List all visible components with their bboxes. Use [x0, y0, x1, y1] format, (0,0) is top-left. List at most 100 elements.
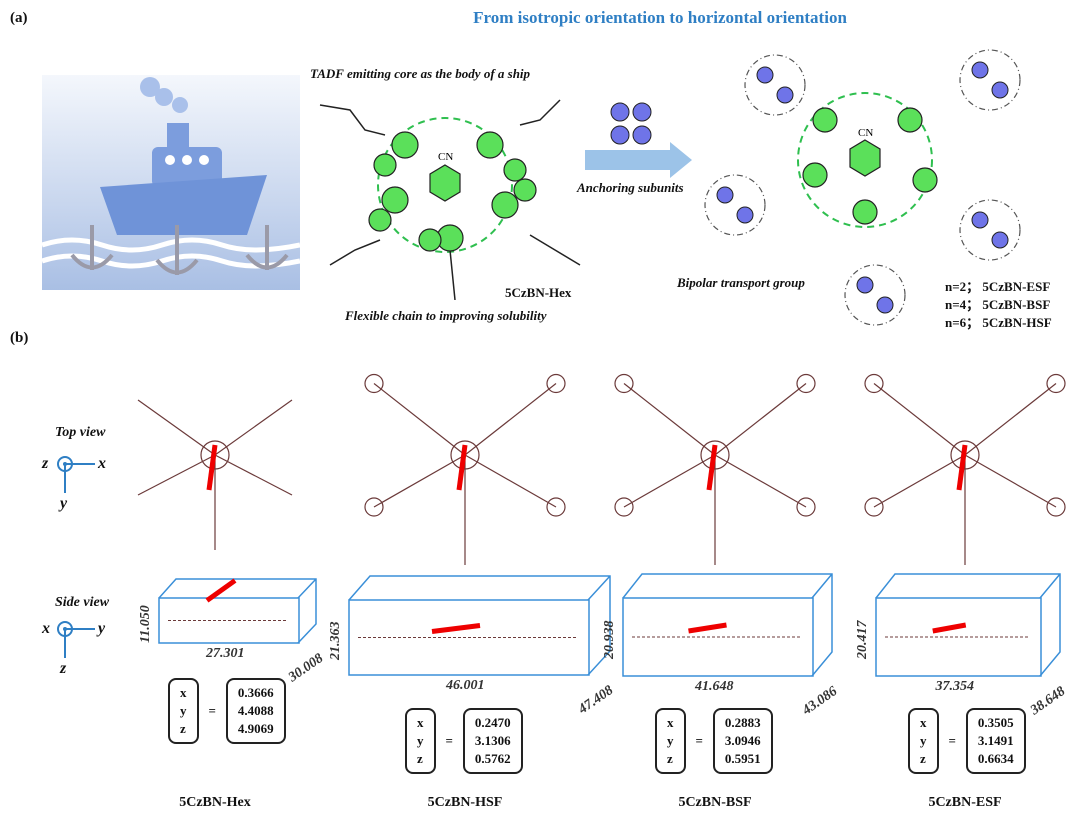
compound-name: 5CzBN-ESF [928, 795, 1002, 810]
vector-label: y [180, 703, 187, 718]
vector-value: 0.3666 [237, 685, 274, 700]
value-vector: 0.2470 3.1306 0.5762 [462, 708, 523, 774]
vector-label: z [417, 751, 423, 766]
side-view-box [348, 575, 611, 676]
box-depth: 30.008 [286, 650, 327, 686]
vector-value: 3.1306 [474, 733, 511, 748]
top-view-structure [364, 373, 566, 565]
box-depth: 47.408 [576, 682, 617, 718]
box-width: 41.648 [695, 679, 734, 694]
compound-name: 5CzBN-HSF [427, 795, 503, 810]
vector-value: 0.2883 [724, 715, 761, 730]
top-axes: z x y [40, 455, 120, 515]
dipole-arrow [431, 623, 481, 634]
box-width: 27.301 [206, 646, 245, 661]
box-height: 20.938 [602, 620, 617, 660]
box-depth: 43.086 [800, 683, 841, 719]
vector-label: y [667, 733, 674, 748]
vector-label: x [180, 685, 187, 700]
equals-sign: = [948, 733, 956, 748]
vector-label: y [920, 733, 927, 748]
box-width: 46.001 [446, 678, 485, 693]
figure-title: From isotropic orientation to horizontal… [473, 8, 847, 27]
vector-value: 4.9069 [237, 721, 274, 736]
vector-value: 0.3505 [977, 715, 1014, 730]
variant-list: n=2； 5CzBN-ESF n=4； 5CzBN-BSF n=6； 5CzBN… [945, 278, 1052, 332]
dipole-arrow [456, 444, 468, 491]
equals-sign: = [208, 703, 216, 718]
vector-value: 0.2470 [474, 715, 511, 730]
side-view-box [622, 573, 833, 677]
chain-caption: Flexible chain to improving solubility [345, 308, 547, 323]
arrow-label: Anchoring subunits [577, 180, 684, 195]
dipole-arrow [956, 444, 968, 491]
equals-sign: = [695, 733, 703, 748]
axis-label-z: z [60, 660, 67, 677]
axes-icon [57, 456, 95, 493]
axis-label-y: y [98, 620, 106, 637]
dipole-arrow [688, 622, 727, 634]
core-caption: TADF emitting core as the body of a ship [310, 66, 531, 81]
side-view-box [875, 573, 1061, 677]
spirobifluorene-icon [585, 102, 692, 178]
compound-name: 5CzBN-BSF [678, 795, 752, 810]
dipole-arrow [205, 578, 237, 603]
box-depth: 38.648 [1028, 683, 1069, 719]
equals-sign: = [445, 733, 453, 748]
vector-label: y [417, 733, 424, 748]
cn-label: CN [438, 151, 453, 163]
ship-icon [41, 77, 301, 275]
box-height: 21.363 [328, 621, 343, 660]
cn-label: CN [858, 127, 873, 139]
variant-bsf: n=4； 5CzBN-BSF [945, 297, 1051, 312]
left-molecule-name: 5CzBN-Hex [505, 285, 572, 300]
panel-b-label: (b) [10, 330, 29, 346]
axis-label-z: z [42, 455, 49, 472]
top-view-label: Top view [55, 425, 106, 440]
vector-label: x [920, 715, 927, 730]
variant-hsf: n=6； 5CzBN-HSF [945, 315, 1052, 330]
vector-label: z [180, 721, 186, 736]
ship-illustration [41, 75, 301, 290]
dipole-arrow [706, 444, 718, 491]
bipolar-caption: Bipolar transport group [677, 275, 805, 290]
top-view-structure [864, 373, 1066, 565]
value-vector: 0.2883 3.0946 0.5951 [712, 708, 773, 774]
axis-label-x: x [98, 455, 106, 472]
box-height: 11.050 [138, 604, 153, 643]
compound-name: 5CzBN-Hex [179, 795, 251, 810]
side-axes: x y z [40, 620, 120, 680]
axes-icon [57, 621, 95, 658]
value-vector: 0.3505 3.1491 0.6634 [965, 708, 1026, 774]
molecule-5czbn-sf: CN [704, 49, 1021, 326]
vector-value: 0.5762 [474, 751, 511, 766]
axis-label-x: x [42, 620, 50, 637]
vector-value: 0.6634 [977, 751, 1014, 766]
vector-value: 3.0946 [724, 733, 761, 748]
dipole-arrow [932, 622, 967, 634]
variant-esf: n=2； 5CzBN-ESF [945, 279, 1051, 294]
vector-value: 3.1491 [977, 733, 1014, 748]
vector-label: z [667, 751, 673, 766]
top-view-structure [614, 373, 816, 565]
side-view-label: Side view [55, 595, 110, 610]
dipole-arrow [206, 444, 218, 491]
axis-label-y: y [60, 495, 68, 512]
top-view-structure [137, 399, 293, 550]
side-view-box [158, 578, 317, 644]
vector-value: 0.5951 [724, 751, 761, 766]
vector-label: x [417, 715, 424, 730]
molecule-5czbn-hex: CN [319, 99, 581, 300]
panel-a-label: (a) [10, 10, 28, 26]
box-width: 37.354 [935, 679, 975, 694]
